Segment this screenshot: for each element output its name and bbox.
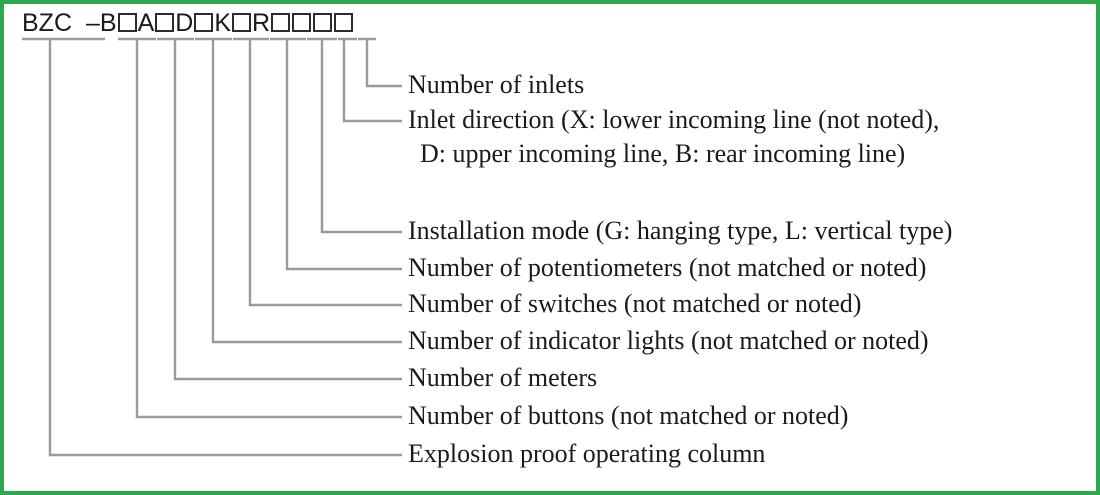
code-box-indicator-lights	[194, 12, 214, 32]
code-dash: –	[86, 8, 100, 37]
code-box-potentiometers	[271, 12, 291, 32]
leader-switches	[248, 39, 402, 307]
model-code-row: BZC – B A D K R	[22, 8, 354, 38]
label-inlets: Number of inlets	[408, 70, 585, 99]
label-buttons: Number of buttons (not matched or noted)	[408, 401, 849, 430]
leader-installation-mode	[320, 39, 402, 234]
code-letter-r: R	[252, 8, 271, 37]
code-box-inlets	[334, 12, 354, 32]
leader-indicator-lights	[211, 39, 402, 344]
label-installation-mode: Installation mode (G: hanging type, L: v…	[408, 216, 953, 245]
leader-meters	[173, 39, 402, 381]
label-meters: Number of meters	[408, 363, 598, 392]
label-potentiometers: Number of potentiometers (not matched or…	[408, 253, 927, 282]
leader-potentiometers	[285, 39, 402, 271]
label-product: Explosion proof operating column	[408, 439, 766, 468]
code-box-inlet-direction	[313, 12, 333, 32]
code-letter-d: D	[175, 8, 194, 37]
label-switches: Number of switches (not matched or noted…	[408, 289, 862, 318]
code-prefix-bzc: BZC	[22, 8, 72, 37]
code-box-installation-mode	[292, 12, 312, 32]
code-box-meters	[155, 12, 175, 32]
code-letter-a: A	[137, 8, 155, 37]
leader-inlets	[365, 39, 402, 88]
label-inlet-direction-line2: D: upper incoming line, B: rear incoming…	[420, 139, 906, 168]
code-box-buttons	[117, 12, 137, 32]
leader-inlet-direction	[342, 39, 402, 123]
code-box-switches	[232, 12, 252, 32]
code-letter-b: B	[99, 8, 117, 37]
leader-product	[48, 39, 402, 457]
code-letter-k: K	[214, 8, 232, 37]
label-indicator-lights: Number of indicator lights (not matched …	[408, 326, 929, 355]
leader-buttons	[135, 39, 402, 419]
label-inlet-direction: Inlet direction (X: lower incoming line …	[408, 105, 940, 134]
